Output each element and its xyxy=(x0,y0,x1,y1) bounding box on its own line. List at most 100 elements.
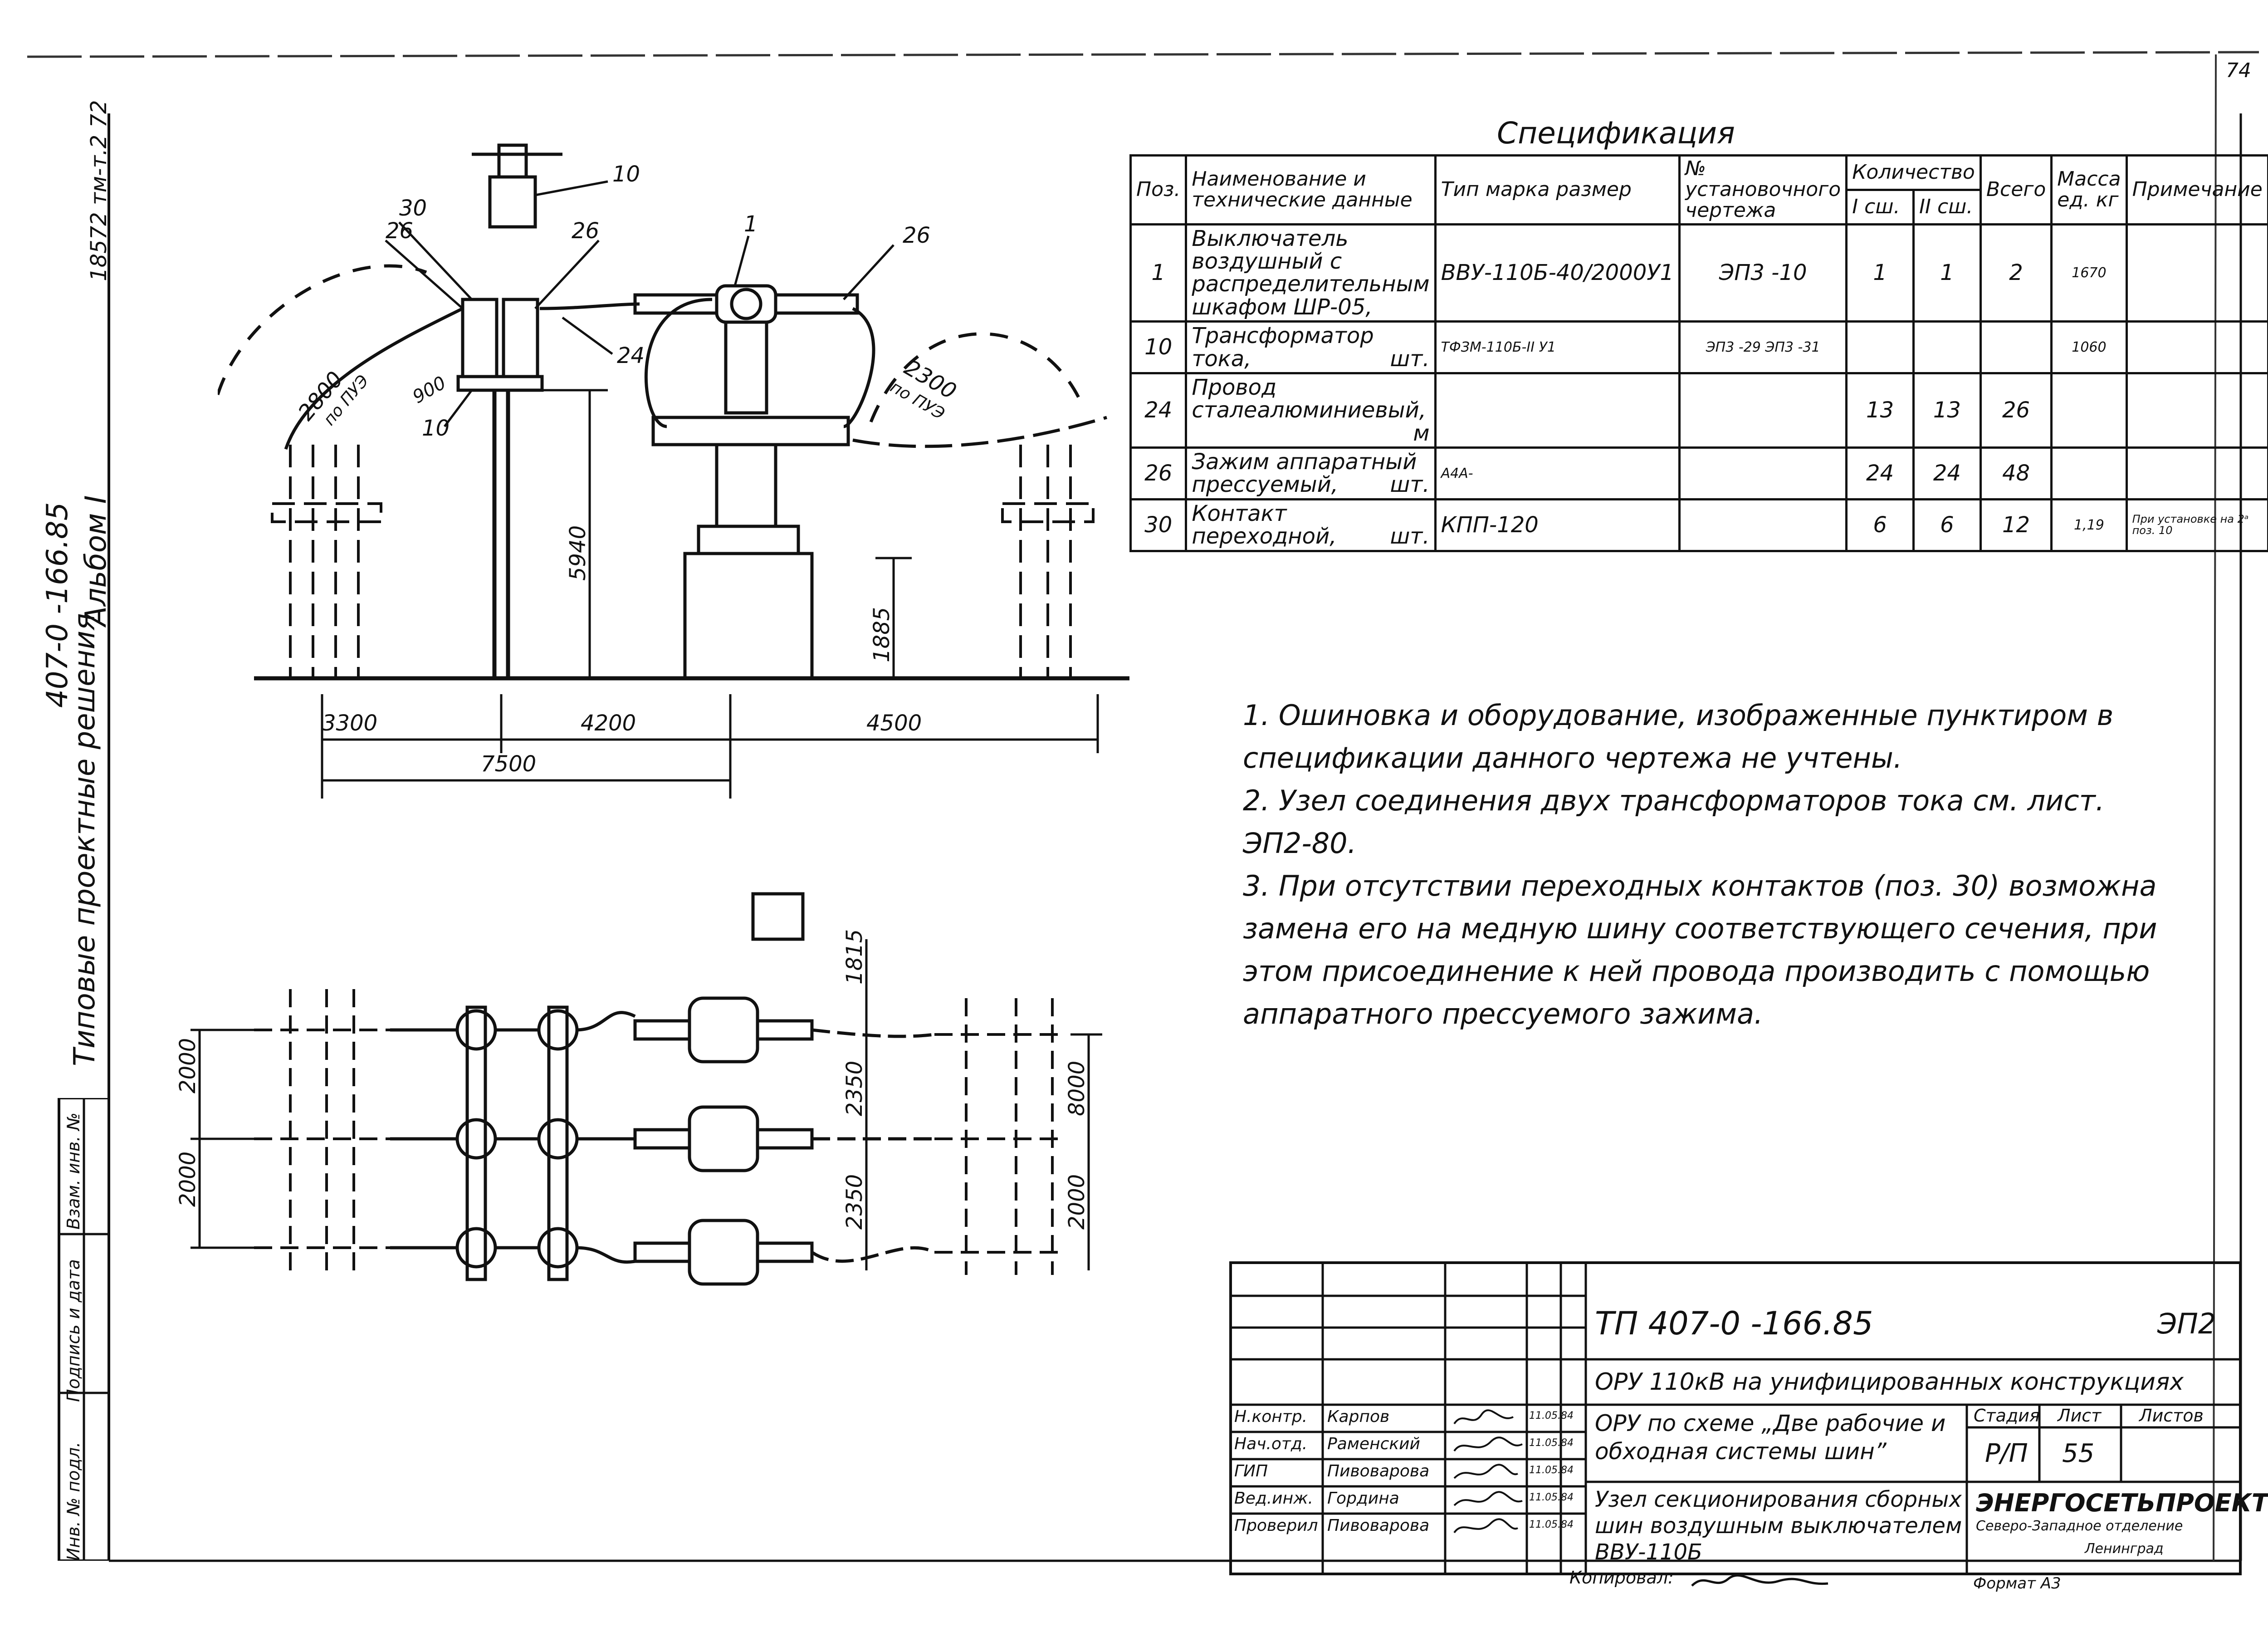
spec-type xyxy=(1434,372,1681,449)
signer-date: 11.05.84 xyxy=(1529,1410,1574,1421)
dim-7500: 7500 xyxy=(481,751,536,777)
scheme-title: ОРУ по схеме „Две рабочие и обходная сис… xyxy=(1595,1410,1946,1465)
callout-26-mid: 26 xyxy=(572,218,599,244)
spec-type: ВВУ-110Б-40/2000У1 xyxy=(1434,223,1681,323)
spec-name: Трансформатор тока, шт. xyxy=(1185,320,1437,374)
elevation-drawing: 3300 4200 4500 7500 5940 1885 2800 по ПУ… xyxy=(218,143,1129,799)
spec-name: Выключатель воздушный с распределительны… xyxy=(1185,223,1437,323)
dim-1885: 1885 xyxy=(869,607,894,662)
spec-note xyxy=(2125,446,2268,500)
spec-name: Зажим аппаратный прессуемый,шт. xyxy=(1185,446,1437,500)
spec-unit: шт. xyxy=(1390,524,1430,549)
side-album-code: 18572 тм-т.2 72 xyxy=(86,100,112,281)
side-series: 407-0 -166.85 xyxy=(41,502,74,708)
spec-q2: 24 xyxy=(1912,446,1982,500)
note-1: 1. Ошиновка и оборудование, изображенные… xyxy=(1243,699,2114,774)
spec-mass xyxy=(2050,446,2128,500)
spec-drawing xyxy=(1678,446,1848,500)
sheets-header: Листов xyxy=(2139,1406,2204,1426)
spec-mass: 1,19 xyxy=(2050,498,2128,552)
spec-type: ТФЗМ-110Б-II У1 xyxy=(1434,320,1681,374)
plan-dim-1815: 1815 xyxy=(842,929,867,985)
spec-note xyxy=(2125,320,2268,374)
signer-date: 11.05.84 xyxy=(1529,1437,1574,1449)
spec-name: Провод сталеалюминиевый,м xyxy=(1185,372,1437,449)
spec-row: 24 Провод сталеалюминиевый,м 13 13 26 xyxy=(1129,372,2268,449)
note-3: 3. При отсутствии переходных контактов (… xyxy=(1243,869,2157,1030)
plan-dim-2350-b: 2350 xyxy=(842,1174,867,1230)
page-number: 74 xyxy=(2226,59,2251,82)
spec-q2 xyxy=(1912,320,1982,374)
dim-5940: 5940 xyxy=(565,525,591,581)
spec-drawing xyxy=(1678,498,1848,552)
spec-unit: м xyxy=(1413,420,1430,446)
spec-total: 48 xyxy=(1979,446,2053,500)
dim-4500: 4500 xyxy=(866,711,922,736)
spec-note: При установке на 2ᵃ поз. 10 xyxy=(2125,498,2268,552)
title-block: ТП 407-0 -166.85 ЭП2 ОРУ 110кВ на унифиц… xyxy=(1229,1261,2268,1575)
spec-drawing: ЭП3 -10 xyxy=(1678,223,1848,323)
spec-name: Контакт переходной,шт. xyxy=(1185,498,1437,552)
spec-hdr-drawing: № установочного чертежа xyxy=(1678,154,1848,225)
spec-pos: 26 xyxy=(1129,446,1188,500)
sheet-code: ЭП2 xyxy=(2157,1307,2216,1340)
dim-3300: 3300 xyxy=(322,711,377,736)
drawing-title: Узел секционирования сборных шин воздушн… xyxy=(1595,1487,1962,1565)
project-title: ОРУ 110кВ на унифицированных конструкция… xyxy=(1595,1368,2184,1396)
spec-pos: 1 xyxy=(1129,223,1188,323)
spec-q1: 13 xyxy=(1845,372,1915,449)
plan-drawing: 2000 2000 1815 2350 2350 8000 2000 xyxy=(175,892,1102,1286)
org-name: ЭНЕРГОСЕТЬПРОЕКТ xyxy=(1976,1489,2268,1517)
signer-name: Пивоварова xyxy=(1327,1462,1430,1480)
signer-name: Карпов xyxy=(1327,1407,1390,1426)
signer-date: 11.05.84 xyxy=(1529,1519,1574,1530)
dim-4200: 4200 xyxy=(581,711,636,736)
signer-name: Раменский xyxy=(1327,1435,1420,1453)
spec-drawing: ЭП3 -29 ЭП3 -31 xyxy=(1678,320,1848,374)
signer-date: 11.05.84 xyxy=(1529,1492,1574,1503)
spec-q2: 6 xyxy=(1912,498,1982,552)
sheet-value: 55 xyxy=(2062,1439,2095,1468)
spec-header-row: Поз. Наименование и технические данные Т… xyxy=(1129,154,2268,225)
spec-q2: 1 xyxy=(1912,223,1982,323)
spec-name-text: Провод сталеалюминиевый, xyxy=(1192,374,1427,423)
spec-unit: шт. xyxy=(1390,472,1430,498)
callout-10-top: 10 xyxy=(612,162,640,187)
spec-row: 1 Выключатель воздушный с распределитель… xyxy=(1129,223,2268,323)
doc-number: ТП 407-0 -166.85 xyxy=(1595,1305,1873,1342)
spec-name-text: Трансформатор тока, xyxy=(1192,323,1374,372)
signer-role: Вед.инж. xyxy=(1234,1489,1313,1508)
spec-hdr-qty1: I сш. xyxy=(1845,188,1915,225)
note-2: 2. Узел соединения двух трансформаторов … xyxy=(1243,784,2105,860)
callout-1: 1 xyxy=(744,211,758,237)
sheet-header: Лист xyxy=(2058,1406,2102,1426)
spec-pos: 30 xyxy=(1129,498,1188,552)
spec-q2: 13 xyxy=(1912,372,1982,449)
side-stamp-boxes xyxy=(58,1098,110,1561)
spec-note xyxy=(2125,223,2268,323)
spec-total xyxy=(1979,320,2053,374)
spec-pos: 10 xyxy=(1129,320,1188,374)
signer-name: Пивоварова xyxy=(1327,1516,1430,1535)
stage-header: Стадия xyxy=(1974,1406,2040,1426)
spec-type: КПП-120 xyxy=(1434,498,1681,552)
spec-pos: 24 xyxy=(1129,372,1188,449)
spec-mass xyxy=(2050,372,2128,449)
plan-dim-8000: 8000 xyxy=(1064,1061,1090,1116)
spec-total: 12 xyxy=(1979,498,2053,552)
spec-total: 26 xyxy=(1979,372,2053,449)
callout-30: 30 xyxy=(399,196,427,221)
spec-unit: шт. xyxy=(1390,346,1430,372)
spec-hdr-pos: Поз. xyxy=(1129,154,1188,225)
spec-hdr-mass: Масса ед. кг xyxy=(2050,154,2128,225)
spec-mass: 1060 xyxy=(2050,320,2128,374)
spec-hdr-type: Тип марка размер xyxy=(1434,154,1681,225)
spec-q1: 1 xyxy=(1845,223,1915,323)
spec-total: 2 xyxy=(1979,223,2053,323)
plan-dim-2350-a: 2350 xyxy=(842,1061,867,1116)
format-label: Формат А3 xyxy=(1973,1574,2061,1593)
spec-mass: 1670 xyxy=(2050,223,2128,323)
stage-value: Р/П xyxy=(1985,1439,2028,1468)
signer-role: ГИП xyxy=(1234,1462,1268,1480)
callout-26-left: 26 xyxy=(386,218,413,244)
